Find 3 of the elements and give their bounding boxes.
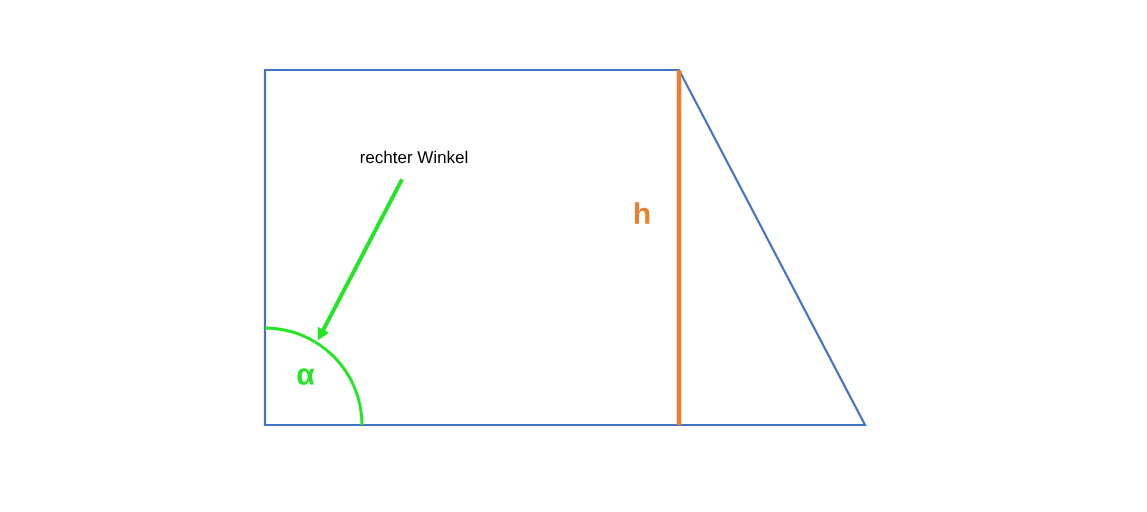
height-label: h	[634, 202, 650, 224]
angle-arc: α	[264, 326, 364, 426]
annotation-text: rechter Winkel	[360, 150, 468, 164]
